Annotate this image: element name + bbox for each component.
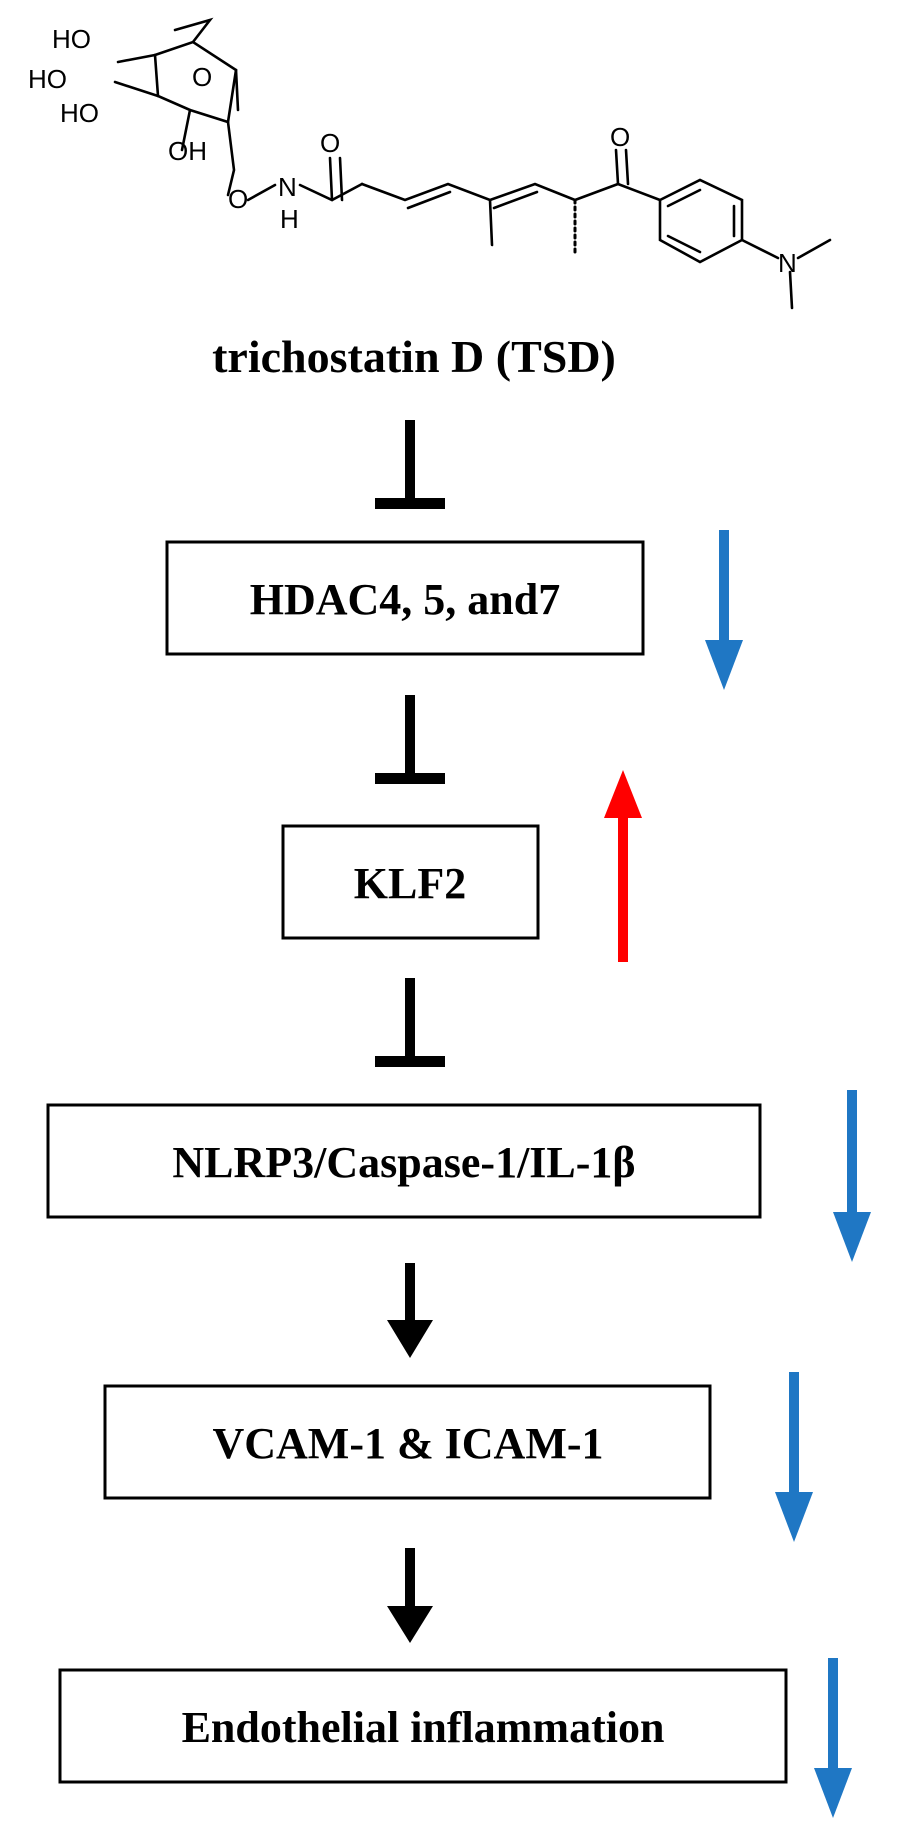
atom-label: O	[192, 62, 212, 92]
step-box-klf2: KLF2	[281, 824, 540, 940]
atom-label: HO	[28, 64, 67, 94]
atom-label: O	[228, 184, 248, 214]
atom-label: HO	[60, 98, 99, 128]
up-arrow-icon	[604, 770, 642, 962]
atom-label: N	[778, 248, 797, 278]
inhibition-connector	[375, 978, 445, 1067]
step-label: Endothelial inflammation	[182, 1703, 665, 1752]
activation-arrow	[387, 1263, 433, 1358]
inhibition-connector	[375, 695, 445, 784]
step-box-hdac: HDAC4, 5, and7	[165, 540, 645, 656]
activation-arrow	[387, 1548, 433, 1643]
step-box-cam: VCAM-1 & ICAM-1	[103, 1384, 712, 1500]
atom-label: OH	[168, 136, 207, 166]
atom-label: H	[280, 204, 299, 234]
step-label: HDAC4, 5, and7	[250, 575, 561, 624]
step-label: NLRP3/Caspase-1/IL-1β	[172, 1138, 635, 1187]
step-box-inflammation: Endothelial inflammation	[58, 1668, 788, 1784]
atom-label: O	[320, 128, 340, 158]
down-arrow-icon	[705, 530, 743, 690]
step-box-nlrp3: NLRP3/Caspase-1/IL-1β	[46, 1103, 762, 1219]
step-label: KLF2	[354, 859, 466, 908]
atom-label: N	[278, 172, 297, 202]
down-arrow-icon	[814, 1658, 852, 1818]
down-arrow-icon	[775, 1372, 813, 1542]
atom-label: O	[610, 122, 630, 152]
compound-title: trichostatin D (TSD)	[212, 331, 616, 382]
down-arrow-icon	[833, 1090, 871, 1262]
tsd-chemical-structure	[113, 17, 832, 310]
atom-label: HO	[52, 24, 91, 54]
inhibition-connector	[375, 420, 445, 509]
tsd-atom-labels: HO HO HO O OH O N H O O N	[28, 24, 797, 278]
step-label: VCAM-1 & ICAM-1	[212, 1419, 603, 1468]
